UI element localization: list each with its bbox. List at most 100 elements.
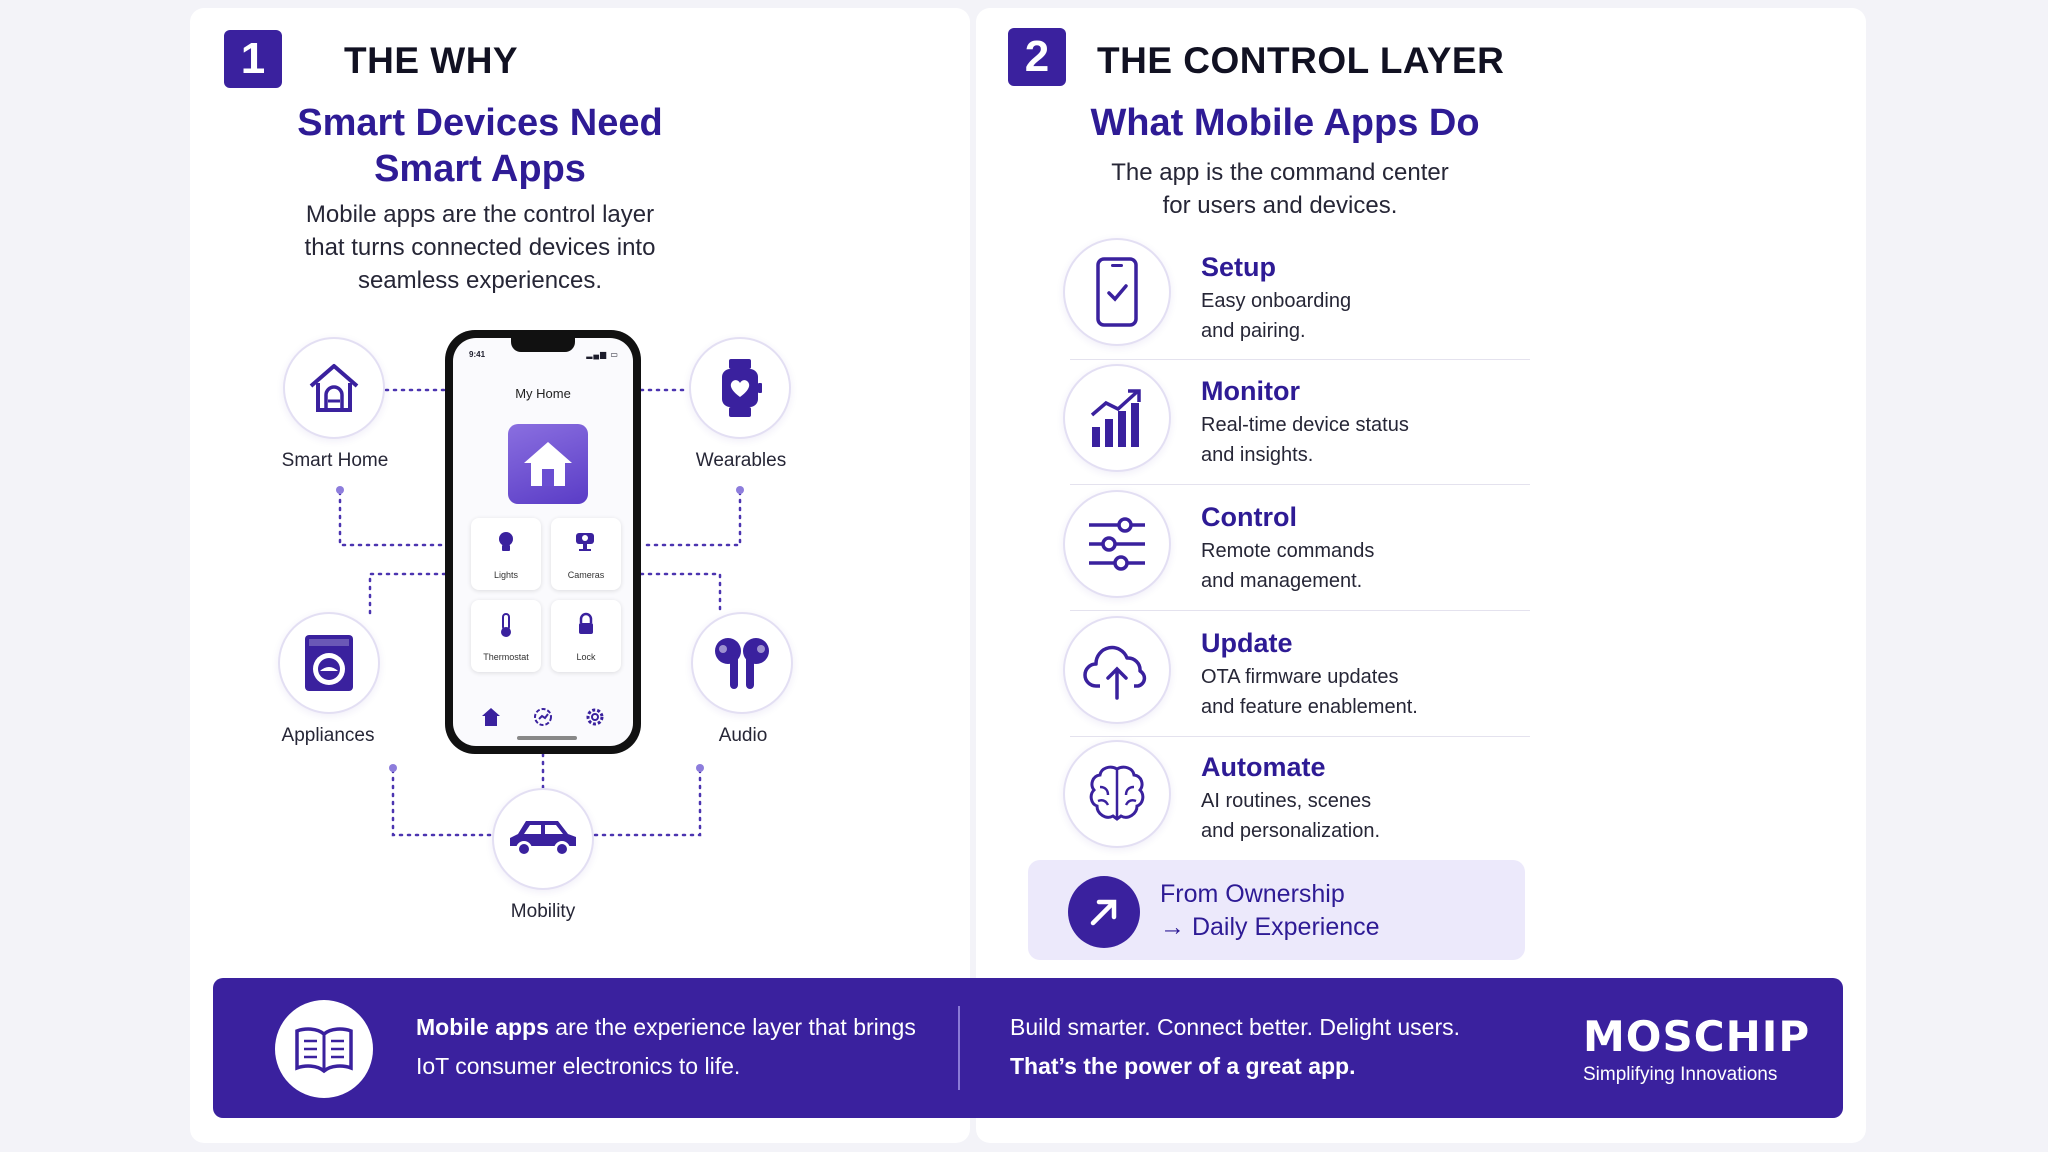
why-subtitle-line-2: that turns connected devices into xyxy=(304,234,656,261)
thermometer-icon xyxy=(501,613,511,637)
footer-left-line-2: IoT consumer electronics to life. xyxy=(416,1053,741,1079)
camera-icon xyxy=(576,533,594,551)
feature-desc-control: Remote commands and management. xyxy=(1201,536,1374,596)
why-subtitle-line-3: seamless experiences. xyxy=(357,267,603,294)
phone-bottom-nav xyxy=(453,706,633,728)
why-headline: Smart Devices Need Smart Apps xyxy=(230,100,730,192)
section-title-control-layer: THE CONTROL LAYER xyxy=(1097,40,1505,81)
device-label-wearables: Wearables xyxy=(695,450,787,471)
why-subtitle-line-1: Mobile apps are the control layer xyxy=(305,201,655,228)
callout-line-1: From Ownership xyxy=(1160,880,1345,908)
callout-line-2: → Daily Experience xyxy=(1160,913,1380,941)
feature-divider xyxy=(1070,610,1530,611)
feature-desc-update: OTA firmware updates and feature enableme… xyxy=(1201,662,1418,722)
feature-desc-automate-1: AI routines, scenes xyxy=(1201,790,1372,812)
feature-desc-monitor: Real-time device status and insights. xyxy=(1201,410,1409,470)
feature-divider xyxy=(1070,359,1530,360)
device-label-mobility: Mobility xyxy=(510,901,576,922)
footer-right-text: Build smarter. Connect better. Delight u… xyxy=(1010,1008,1460,1086)
feature-desc-setup-2: and pairing. xyxy=(1201,320,1306,342)
feature-desc-control-2: and management. xyxy=(1201,570,1363,592)
feature-title-setup: Setup xyxy=(1201,252,1277,282)
why-headline-line-2: Smart Apps xyxy=(374,148,586,190)
phone-notch xyxy=(511,338,575,352)
feature-desc-update-1: OTA firmware updates xyxy=(1201,666,1399,688)
footer-right-line-2: That’s the power of a great app. xyxy=(1010,1053,1356,1079)
device-label-smart-home: Smart Home xyxy=(281,450,389,471)
feature-title-control: Control xyxy=(1201,502,1297,532)
feature-desc-update-2: and feature enablement. xyxy=(1201,696,1418,718)
lightbulb-icon xyxy=(499,532,513,551)
tile-label-cameras: Cameras xyxy=(567,570,605,580)
home-indicator xyxy=(517,736,577,740)
phone-check-icon xyxy=(1096,257,1138,327)
house-icon xyxy=(309,364,359,412)
tile-lock[interactable]: Lock xyxy=(551,600,621,672)
signal-battery-icon: ▂▄▆ ▭ xyxy=(586,350,619,359)
feature-desc-setup-1: Easy onboarding xyxy=(1201,290,1352,312)
settings-nav-icon[interactable] xyxy=(584,706,606,728)
feature-divider xyxy=(1070,484,1530,485)
tile-thermostat[interactable]: Thermostat xyxy=(471,600,541,672)
section-number-2: 2 xyxy=(1008,28,1066,86)
feature-desc-control-1: Remote commands xyxy=(1201,540,1375,562)
device-label-appliances: Appliances xyxy=(281,725,375,746)
feature-divider xyxy=(1070,736,1530,737)
tile-label-thermostat: Thermostat xyxy=(483,652,529,662)
mobility-device xyxy=(492,788,594,890)
footer-left-rest: are the experience layer that brings xyxy=(548,1014,916,1040)
feature-title-update: Update xyxy=(1201,628,1293,658)
footer-left-text: Mobile apps are the experience layer tha… xyxy=(416,1008,916,1086)
appliances-device xyxy=(278,612,380,714)
home-app-button[interactable] xyxy=(508,424,588,504)
smart-home-device xyxy=(283,337,385,439)
feature-setup-icon-circle xyxy=(1063,238,1171,346)
footer-divider xyxy=(958,1006,960,1090)
tile-label-lights: Lights xyxy=(493,570,519,580)
brand-tagline: Simplifying Innovations xyxy=(1583,1064,1778,1085)
feature-automate-icon-circle xyxy=(1063,740,1171,848)
sliders-icon xyxy=(1089,517,1145,571)
cloud-upload-icon xyxy=(1083,645,1147,700)
lock-icon xyxy=(579,612,593,634)
house-icon xyxy=(524,442,572,486)
why-headline-line-1: Smart Devices Need xyxy=(297,102,663,144)
earbuds-icon xyxy=(715,638,769,689)
moschip-logo: MOSCHIP xyxy=(1583,1012,1811,1061)
washing-machine-icon xyxy=(305,635,353,691)
control-subtitle-line-2: for users and devices. xyxy=(1162,192,1398,219)
feature-desc-setup: Easy onboarding and pairing. xyxy=(1201,286,1351,346)
control-subtitle-line-1: The app is the command center xyxy=(1111,159,1449,186)
car-icon xyxy=(510,821,576,857)
feature-desc-monitor-1: Real-time device status xyxy=(1201,414,1409,436)
wearables-device xyxy=(689,337,791,439)
control-headline: What Mobile Apps Do xyxy=(1090,102,1480,144)
feature-monitor-icon-circle xyxy=(1063,364,1171,472)
tile-lights[interactable]: Lights xyxy=(471,518,541,590)
home-nav-icon[interactable] xyxy=(480,706,502,728)
control-subtitle: The app is the command center for users … xyxy=(1030,156,1530,222)
phone-screen: 9:41 ▂▄▆ ▭ My Home Lights Cameras Thermo… xyxy=(453,338,633,746)
ownership-callout: From Ownership → Daily Experience xyxy=(1028,860,1525,960)
phone-time: 9:41 xyxy=(469,350,486,359)
stats-nav-icon[interactable] xyxy=(532,706,554,728)
brain-icon xyxy=(1089,765,1145,821)
tile-cameras[interactable]: Cameras xyxy=(551,518,621,590)
smartwatch-icon xyxy=(722,359,762,417)
section-number-1: 1 xyxy=(224,30,282,88)
feature-title-automate: Automate xyxy=(1201,752,1326,782)
why-subtitle: Mobile apps are the control layer that t… xyxy=(230,198,730,297)
footer-banner: Mobile apps are the experience layer tha… xyxy=(213,978,1843,1118)
phone-mockup: 9:41 ▂▄▆ ▭ My Home Lights Cameras Thermo… xyxy=(445,330,641,754)
audio-device xyxy=(691,612,793,714)
feature-update-icon-circle xyxy=(1063,616,1171,724)
tile-label-lock: Lock xyxy=(576,652,596,662)
section-title-why: THE WHY xyxy=(344,40,519,81)
feature-control-icon-circle xyxy=(1063,490,1171,598)
device-label-audio: Audio xyxy=(718,725,768,746)
footer-left-bold: Mobile apps xyxy=(416,1014,549,1040)
footer-right-line-1: Build smarter. Connect better. Delight u… xyxy=(1010,1014,1460,1040)
feature-desc-monitor-2: and insights. xyxy=(1201,444,1314,466)
